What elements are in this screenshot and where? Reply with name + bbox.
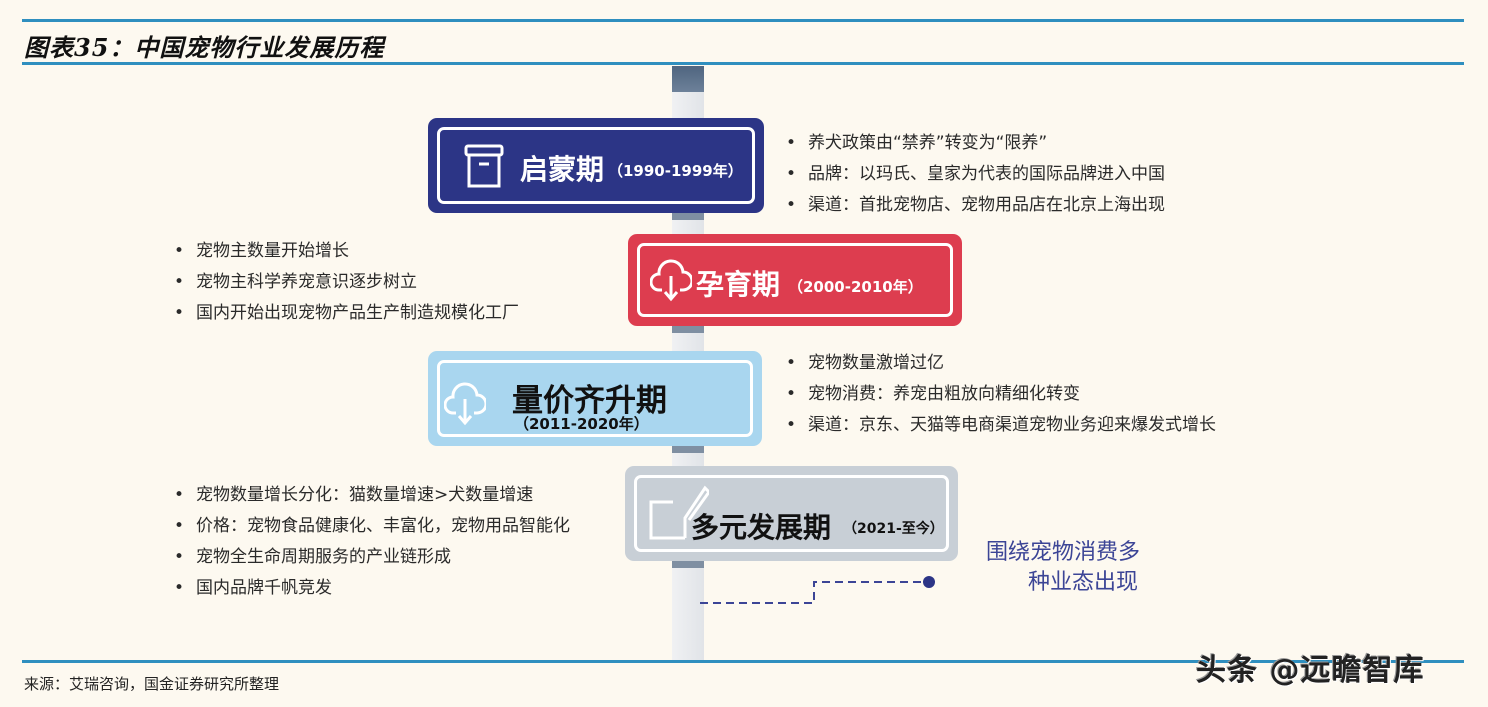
stage-period: （1990-1999年）: [608, 162, 743, 180]
title-rule: [22, 62, 1464, 65]
stage-period: （2021-至今）: [843, 521, 944, 537]
stage-name: 孕育期: [696, 268, 781, 301]
top-rule: [22, 19, 1464, 22]
bullet-item: 渠道：京东、天猫等电商渠道宠物业务迎来爆发式增长: [786, 414, 1216, 436]
bullet-item: 宠物全生命周期服务的产业链形成: [174, 546, 570, 568]
bullet-item: 品牌：以玛氏、皇家为代表的国际品牌进入中国: [786, 163, 1165, 185]
pole-band: [672, 213, 704, 220]
pole-band: [672, 561, 704, 568]
watermark: 头条 @远瞻智库: [1196, 653, 1425, 688]
cloud-download-icon: [444, 382, 486, 426]
cloud-download-icon: [650, 259, 692, 302]
bullet-item: 国内开始出现宠物产品生产制造规模化工厂: [174, 302, 519, 324]
stage-sign-diversified-development: 多元发展期 （2021-至今）: [625, 466, 958, 561]
stage-1-bullets: 养犬政策由“禁养”转变为“限养” 品牌：以玛氏、皇家为代表的国际品牌进入中国 渠…: [786, 132, 1165, 225]
pole-band: [672, 326, 704, 333]
stage-3-bullets: 宠物数量激增过亿 宠物消费：养宠由粗放向精细化转变 渠道：京东、天猫等电商渠道宠…: [786, 352, 1216, 445]
bullet-item: 宠物主数量开始增长: [174, 240, 519, 262]
bullet-item: 国内品牌千帆竞发: [174, 577, 570, 599]
box-icon: [464, 144, 504, 188]
edit-icon: [649, 485, 709, 540]
stage-name: 启蒙期: [520, 153, 605, 186]
bullet-item: 宠物数量增长分化：猫数量增速>犬数量增速: [174, 484, 570, 506]
stage-sign-enlightenment: 启蒙期 （1990-1999年）: [428, 118, 764, 213]
bullet-item: 宠物主科学养宠意识逐步树立: [174, 271, 519, 293]
stage-2-bullets: 宠物主数量开始增长 宠物主科学养宠意识逐步树立 国内开始出现宠物产品生产制造规模…: [174, 240, 519, 333]
stage-period: （2000-2010年）: [788, 278, 923, 296]
bullet-item: 渠道：首批宠物店、宠物用品店在北京上海出现: [786, 194, 1165, 216]
callout-connector: [700, 576, 935, 604]
bullet-item: 养犬政策由“禁养”转变为“限养”: [786, 132, 1165, 154]
stage-period: （2011-2020年）: [514, 415, 649, 433]
pole-band: [672, 446, 704, 453]
stage-name: 量价齐升期: [512, 383, 667, 419]
source-note: 来源：艾瑞咨询，国金证券研究所整理: [24, 675, 280, 693]
bullet-item: 宠物数量激增过亿: [786, 352, 1216, 374]
bullet-item: 宠物消费：养宠由粗放向精细化转变: [786, 383, 1216, 405]
stage-sign-volume-price-growth: 量价齐升期 （2011-2020年）: [428, 351, 762, 446]
stage-name: 多元发展期: [691, 511, 832, 544]
stage-sign-incubation: 孕育期 （2000-2010年）: [628, 234, 962, 326]
callout-text: 围绕宠物消费多 种业态出现: [950, 538, 1140, 598]
callout-line: 种业态出现: [1027, 570, 1138, 595]
bottom-rule: [22, 660, 1464, 663]
callout-line: 围绕宠物消费多: [985, 540, 1140, 565]
bullet-item: 价格：宠物食品健康化、丰富化，宠物用品智能化: [174, 515, 570, 537]
stage-4-bullets: 宠物数量增长分化：猫数量增速>犬数量增速 价格：宠物食品健康化、丰富化，宠物用品…: [174, 484, 570, 608]
signpost-cap: [672, 66, 704, 92]
figure-title: 图表35：中国宠物行业发展历程: [24, 33, 385, 62]
